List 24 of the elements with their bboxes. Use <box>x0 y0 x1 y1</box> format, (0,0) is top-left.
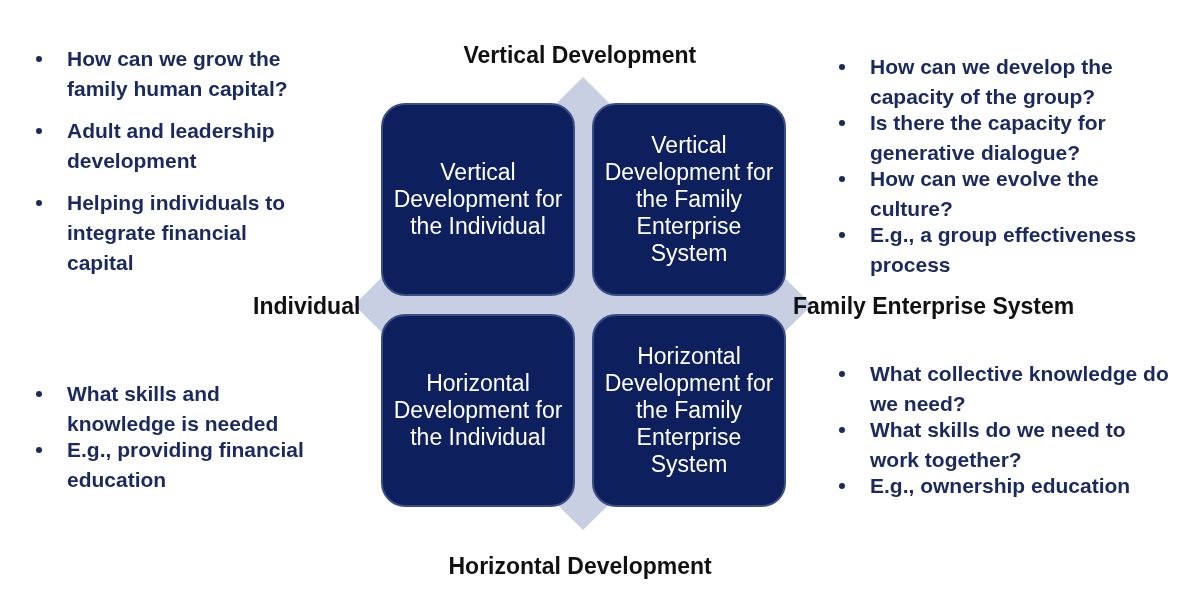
bullet-text: E.g., ownership education <box>870 473 1132 499</box>
quadrant-box <box>381 103 575 296</box>
bullet-text: What collective knowledge do we need? <box>870 361 1170 417</box>
bullet-text: What skills and knowledge is needed <box>67 381 280 437</box>
quadrant-title: Vertical Development for the Individual <box>392 159 564 240</box>
quadrant-box <box>381 314 575 507</box>
quadrant-title: Horizontal Development for the Family Enterprise System <box>603 343 775 478</box>
quadrant-title: Horizontal Development for the Individual <box>392 370 564 451</box>
bullet-text: How can we develop the capacity of the group? <box>870 54 1114 110</box>
bullet-text: Adult and leadership development <box>67 118 276 174</box>
quadrant-box <box>592 314 786 507</box>
quadrant-box <box>592 103 786 296</box>
bullet-text: E.g., providing financial education <box>67 437 305 493</box>
bullet-text: How can we evolve the culture? <box>870 166 1100 222</box>
bullet-text: What skills do we need to work together? <box>870 417 1127 473</box>
axis-label: Family Enterprise System <box>793 292 1075 320</box>
bullet-text: E.g., a group effectiveness process <box>870 222 1138 278</box>
bullet-text: Helping individuals to integrate financial capital <box>67 190 287 276</box>
axis-label: Horizontal Development <box>448 552 712 580</box>
axis-label: Individual <box>253 292 361 320</box>
bullet-text: Is there the capacity for generative dialogue? <box>870 110 1107 166</box>
axis-label: Vertical Development <box>463 41 697 69</box>
quadrant-title: Vertical Development for the Family Enterprise System <box>603 132 775 267</box>
bullet-text: How can we grow the family human capital? <box>67 46 289 102</box>
